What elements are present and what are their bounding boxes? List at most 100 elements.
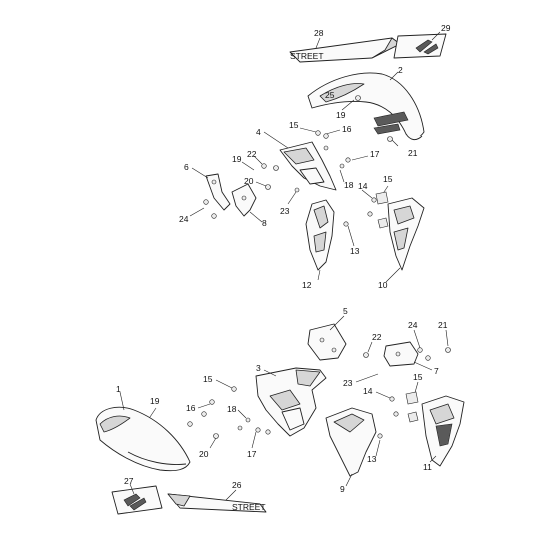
callout-20-top: 20 <box>244 176 254 186</box>
part-29-decal <box>393 33 447 59</box>
callout-9: 9 <box>340 484 345 494</box>
fastener-13-top <box>343 221 349 227</box>
callout-15-bottom-right: 15 <box>413 372 423 382</box>
part-12-side-cowl <box>305 199 335 271</box>
callout-5: 5 <box>343 306 348 316</box>
decal-logo-top: STREET <box>290 51 324 61</box>
fastener-15-bottom-left <box>231 386 237 392</box>
fastener-20-top <box>265 184 271 190</box>
callout-18-bottom: 18 <box>227 404 237 414</box>
callout-7: 7 <box>434 366 439 376</box>
leader-21-bottom <box>445 329 449 347</box>
part-6-bracket <box>205 173 231 211</box>
leader-28 <box>315 37 321 49</box>
clip-15-top <box>375 191 389 205</box>
fastener-19-top <box>355 95 361 101</box>
leader-14-top <box>361 189 373 199</box>
leader-8 <box>249 211 263 223</box>
part-4-bracket <box>279 141 337 191</box>
fastener-16b-top <box>323 145 329 151</box>
callout-18-top: 18 <box>344 180 354 190</box>
leader-24-top <box>189 207 205 217</box>
fastener-24a-bottom <box>417 347 423 353</box>
part-10-side-cowl <box>387 197 425 271</box>
callout-24-bottom: 24 <box>408 320 418 330</box>
fastener-17b-bottom <box>265 429 271 435</box>
callout-22-top: 22 <box>247 149 257 159</box>
leader-29 <box>431 31 441 41</box>
callout-26: 26 <box>232 480 242 490</box>
fastener-21-top <box>387 136 393 142</box>
callout-19-top: 19 <box>336 110 346 120</box>
leader-18-bottom <box>237 409 247 419</box>
callout-3: 3 <box>256 363 261 373</box>
leader-19-top <box>341 99 355 111</box>
fastener-17-top <box>345 157 351 163</box>
fastener-22-top <box>261 163 267 169</box>
leader-15-top-left <box>299 127 317 133</box>
leader-7 <box>413 361 433 371</box>
callout-17-top: 17 <box>370 149 380 159</box>
clip-15-bottom <box>405 391 419 405</box>
fastener-24b-bottom <box>425 355 431 361</box>
leader-17-bottom <box>251 431 257 449</box>
callout-16-top: 16 <box>342 124 352 134</box>
fastener-17b-top <box>339 163 345 169</box>
callout-10: 10 <box>378 280 388 290</box>
callout-11: 11 <box>423 462 432 472</box>
leader-14-bottom <box>375 391 391 399</box>
leader-13-bottom <box>375 439 381 457</box>
callout-21-bottom: 21 <box>438 320 448 330</box>
callout-15-top-left: 15 <box>289 120 299 130</box>
leader-12 <box>317 269 321 281</box>
fastener-18b-bottom <box>237 425 243 431</box>
part-3-bracket <box>255 367 327 437</box>
fastener-13-bottom <box>377 433 383 439</box>
callout-23-top: 23 <box>280 206 290 216</box>
fastener-14-top <box>371 197 377 203</box>
part-28-decal: STREET <box>289 37 401 63</box>
callout-19-bottom: 19 <box>150 396 160 406</box>
leader-15-bottom-left <box>215 379 233 389</box>
callout-2: 2 <box>398 65 403 75</box>
leader-11 <box>429 455 437 463</box>
fastener-16-top <box>323 133 329 139</box>
part-5-bracket <box>307 323 347 361</box>
fastener-18a-bottom <box>245 417 251 423</box>
leader-20-top <box>255 181 267 187</box>
leader-19-top-left <box>241 161 255 171</box>
leader-16-bottom <box>197 403 211 409</box>
leader-9 <box>345 473 353 487</box>
leader-24-bottom <box>413 329 421 349</box>
fastener-17-bottom <box>255 427 261 433</box>
callout-17-bottom: 17 <box>247 449 257 459</box>
fastener-15-top <box>315 130 321 136</box>
callout-21-top: 21 <box>408 148 418 158</box>
fastener-23-top <box>294 187 300 193</box>
clip-15b-top <box>377 217 389 229</box>
leader-18-top <box>339 169 345 183</box>
callout-24-top: 24 <box>179 214 189 224</box>
callout-20-bottom: 20 <box>199 449 209 459</box>
fastener-16-bottom <box>209 399 215 405</box>
callout-6: 6 <box>184 162 189 172</box>
fastener-14b-bottom <box>393 411 399 417</box>
fastener-19-top-left <box>273 165 279 171</box>
callout-14-top: 14 <box>358 181 368 191</box>
fastener-24a-top <box>203 199 209 205</box>
callout-15-bottom-left: 15 <box>203 374 213 384</box>
callout-15-top-right: 15 <box>383 174 393 184</box>
callout-19-top-left: 19 <box>232 154 242 164</box>
callout-27: 27 <box>124 476 134 486</box>
leader-16-top <box>325 129 341 135</box>
leader-27 <box>129 483 135 495</box>
leader-17-top <box>351 155 369 161</box>
part-1-front-panel <box>95 406 191 472</box>
leader-26 <box>225 489 237 501</box>
fastener-19b-bottom <box>187 421 193 427</box>
callout-1: 1 <box>116 384 121 394</box>
callout-8: 8 <box>262 218 267 228</box>
leader-21-top <box>391 139 399 147</box>
clip-15b-bottom <box>407 411 419 423</box>
